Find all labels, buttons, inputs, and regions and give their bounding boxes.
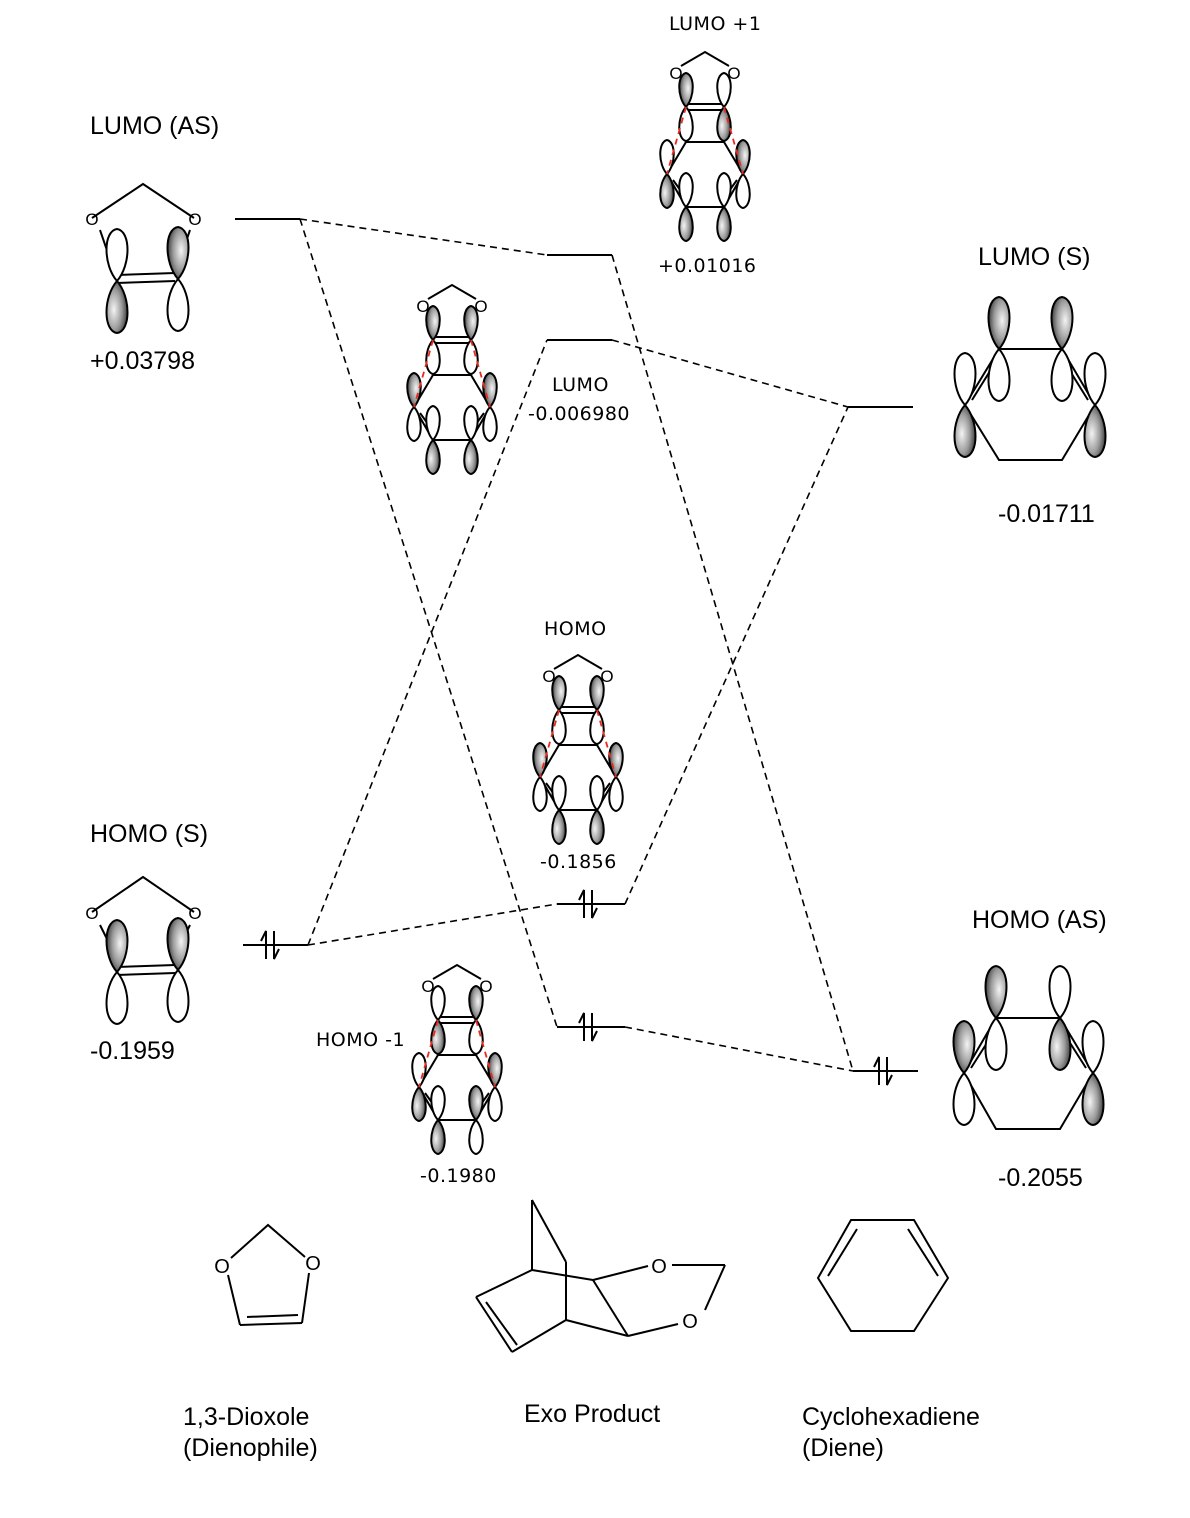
svg-text:O: O	[188, 904, 201, 923]
diene-lumo-label: LUMO (S)	[978, 243, 1091, 271]
svg-text:O: O	[727, 64, 740, 83]
dioxole-structure-icon	[227, 1223, 310, 1326]
diene-homo-label: HOMO (AS)	[972, 906, 1107, 934]
interaction-dash	[418, 1019, 439, 1088]
svg-text:O: O	[214, 1256, 230, 1278]
dienophile-lumo-orbital-icon	[91, 182, 195, 334]
interaction-dash	[413, 339, 434, 408]
correlation-line	[307, 339, 548, 946]
correlation-line	[299, 218, 548, 256]
interaction-dash	[723, 106, 744, 175]
diene-name: Cyclohexadiene (Diene)	[802, 1402, 980, 1464]
diene-name-text: Cyclohexadiene	[802, 1403, 980, 1431]
correlation-line	[299, 218, 558, 1028]
product-lumo-energy: -0.006980	[528, 403, 631, 425]
svg-text:O: O	[682, 1311, 698, 1333]
dienophile-homo-orbital-icon	[91, 875, 195, 1025]
product-lumo-label: LUMO	[552, 374, 609, 396]
dienophile-lumo-label: LUMO (AS)	[90, 112, 220, 140]
svg-text:O: O	[600, 667, 613, 686]
interaction-dash	[539, 709, 560, 778]
product-homo-energy: -0.1856	[540, 851, 617, 873]
correlation-line	[307, 903, 558, 946]
exo-product-structure-icon	[475, 1199, 726, 1353]
interaction-dash	[596, 709, 617, 778]
interaction-dash	[666, 106, 687, 175]
correlation-line	[624, 1026, 854, 1072]
diene-lumo-orbital-icon	[953, 296, 1107, 461]
product-lumo-plus-1-label: LUMO +1	[669, 13, 762, 35]
interaction-dash	[470, 339, 491, 408]
diene-lumo-energy: -0.01711	[998, 500, 1095, 528]
diene-homo-orbital-icon	[952, 965, 1105, 1130]
correlation-line	[611, 339, 849, 408]
dienophile-homo-label: HOMO (S)	[90, 820, 209, 848]
correlation-line	[624, 406, 849, 905]
product-homo-minus-1-label: HOMO -1	[316, 1029, 406, 1051]
svg-text:O: O	[651, 1256, 667, 1278]
correlation-line	[611, 254, 854, 1072]
product-name: Exo Product	[524, 1400, 661, 1428]
svg-text:O: O	[669, 64, 682, 83]
svg-text:O: O	[542, 667, 555, 686]
svg-text:O: O	[85, 904, 98, 923]
cyclohexadiene-structure-icon	[816, 1219, 950, 1332]
product-homo-minus-1-energy: -0.1980	[420, 1165, 497, 1187]
dienophile-name-text: 1,3-Dioxole	[183, 1403, 310, 1431]
svg-text:O: O	[188, 210, 201, 229]
svg-text:O: O	[421, 977, 434, 996]
product-lumo-plus-1-energy: +0.01016	[658, 255, 757, 277]
dienophile-role-text: (Dienophile)	[183, 1434, 318, 1462]
svg-text:O: O	[305, 1253, 321, 1275]
svg-text:O: O	[479, 977, 492, 996]
dienophile-homo-energy: -0.1959	[90, 1037, 175, 1065]
svg-text:O: O	[85, 210, 98, 229]
product-homo-label: HOMO	[544, 618, 607, 640]
diene-homo-energy: -0.2055	[998, 1164, 1083, 1192]
svg-text:O: O	[474, 297, 487, 316]
dienophile-lumo-energy: +0.03798	[90, 347, 195, 375]
diene-role-text: (Diene)	[802, 1434, 884, 1462]
svg-text:O: O	[416, 297, 429, 316]
dienophile-name: 1,3-Dioxole (Dienophile)	[183, 1402, 318, 1464]
interaction-dash	[475, 1019, 496, 1088]
